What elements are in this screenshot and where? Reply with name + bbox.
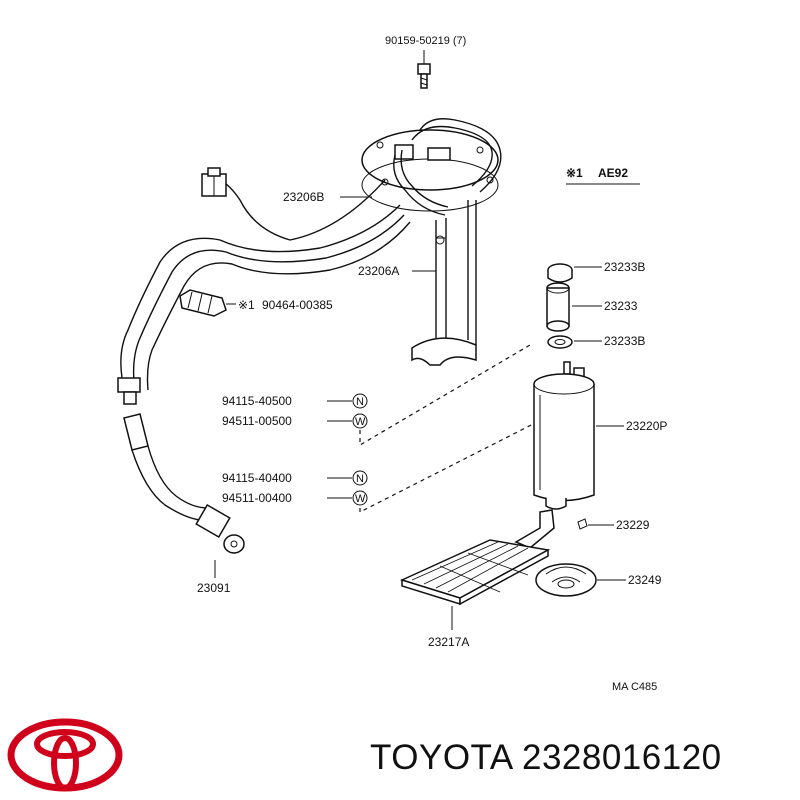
wire-connector [201,167,227,197]
label-cushion: 23233 [604,299,638,313]
filter-part [399,539,551,606]
cushion-bottom-part [547,335,573,349]
label-clip-mark: ※1 [238,298,255,312]
bolt-part [417,50,431,89]
note-model: AE92 [598,166,628,180]
label-tube-a: 23206A [358,264,399,278]
tube-bracket-a [411,200,477,366]
washer2-symbol [352,490,368,506]
nut1-symbol [352,393,368,409]
washer1-symbol-text: W [355,416,366,428]
nut2-symbol-text: N [356,473,364,485]
part-number: 2328016120 [521,738,722,777]
retainer-part [535,563,597,597]
label-hose: 23091 [197,581,231,595]
cushion-part [546,282,570,332]
label-washer2: 94511-00400 [222,491,292,505]
fuel-tube-b [393,118,502,216]
washer2-symbol-text: W [355,493,366,505]
label-cushion-top: 23233B [604,260,645,274]
sender-plate [361,129,499,212]
label-cushion-bottom: 23233B [604,334,645,348]
fuel-pump-part [533,361,595,510]
label-nut1: 94115-40500 [222,394,292,408]
label-bolt: 90159-50219 (7) [385,35,466,47]
hardware-list: 94115-40500 N 94511-00500 W 94115-40400 … [222,393,368,506]
cushion-top-part [547,263,573,283]
clip-part [179,289,227,317]
washer1-symbol [352,413,368,429]
label-clip: 90464-00385 [262,298,333,312]
brand-caption: TOYOTA 2328016120 [370,738,722,778]
label-tube-b: 23206B [283,190,324,204]
nut1-symbol-text: N [356,396,364,408]
clamp-part [514,509,588,549]
brand-name: TOYOTA [370,738,512,777]
nut2-symbol [352,470,368,486]
label-filter: 23217A [428,635,469,649]
label-clamp: 23229 [616,518,650,532]
label-nut2: 94115-40400 [222,471,292,485]
label-retainer: 23249 [628,573,662,587]
fuel-hose-part [123,413,245,554]
footer-code: MA C485 [612,681,657,693]
tube-end-fitting [117,377,141,405]
label-pump: 23220P [626,419,667,433]
label-washer1: 94511-00500 [222,414,292,428]
toyota-logo [7,718,123,792]
fuel-line-tubes [120,179,411,391]
note-mark: ※1 [566,166,583,180]
